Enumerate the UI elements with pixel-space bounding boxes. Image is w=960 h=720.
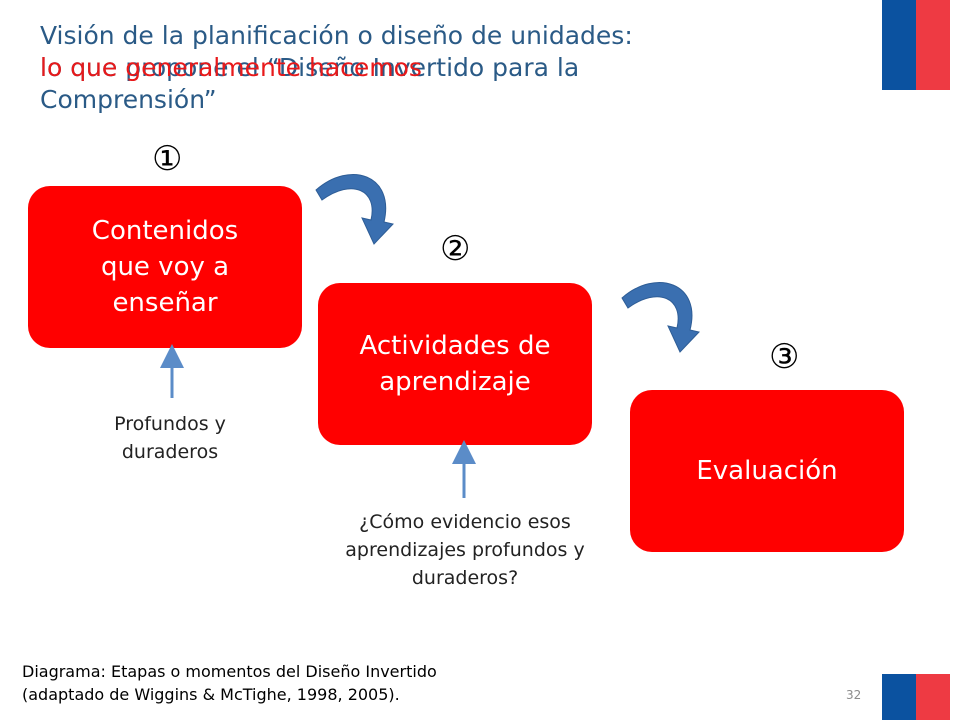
step-1-box: Contenidos que voy a enseñar bbox=[28, 186, 302, 348]
step-3-label: Evaluación bbox=[696, 456, 838, 486]
step-2-label: Actividades de aprendizaje bbox=[359, 331, 551, 397]
step-3-number: ③ bbox=[769, 337, 800, 377]
note-evidencia: ¿Cómo evidencio esos aprendizajes profun… bbox=[345, 511, 585, 589]
step-3-box: Evaluación bbox=[630, 390, 904, 552]
title-line-2: lo que propone el “Diseño Invertido para… bbox=[40, 52, 860, 84]
curved-arrow-2 bbox=[621, 282, 700, 353]
flag-logo-bottom bbox=[882, 668, 950, 720]
caption-line-2: (adaptado de Wiggins & McTighe, 1998, 20… bbox=[22, 685, 400, 704]
step-2-box: Actividades de aprendizaje bbox=[318, 283, 592, 445]
flag-logo-top bbox=[882, 0, 950, 90]
step-1-label: Contenidos que voy a enseñar bbox=[91, 216, 239, 318]
title-line-2-red: lo que generalmente hacemos bbox=[40, 53, 422, 82]
title-line-1: Visión de la planificación o diseño de u… bbox=[40, 21, 633, 50]
note-profundos: Profundos y duraderos bbox=[114, 413, 226, 463]
slide-number: 32 bbox=[846, 688, 862, 702]
curved-arrow-1 bbox=[315, 174, 394, 245]
diagram-caption: Diagrama: Etapas o momentos del Diseño I… bbox=[22, 660, 437, 706]
caption-line-1: Diagrama: Etapas o momentos del Diseño I… bbox=[22, 662, 437, 681]
slide-title: Visión de la planificación o diseño de u… bbox=[40, 20, 860, 116]
title-line-3: Comprensión” bbox=[40, 85, 217, 114]
step-1-number: ① bbox=[152, 139, 183, 179]
step-2-number: ② bbox=[440, 229, 471, 269]
title-line-2-blue: lo que propone el “Diseño Invertido para… bbox=[40, 53, 580, 82]
